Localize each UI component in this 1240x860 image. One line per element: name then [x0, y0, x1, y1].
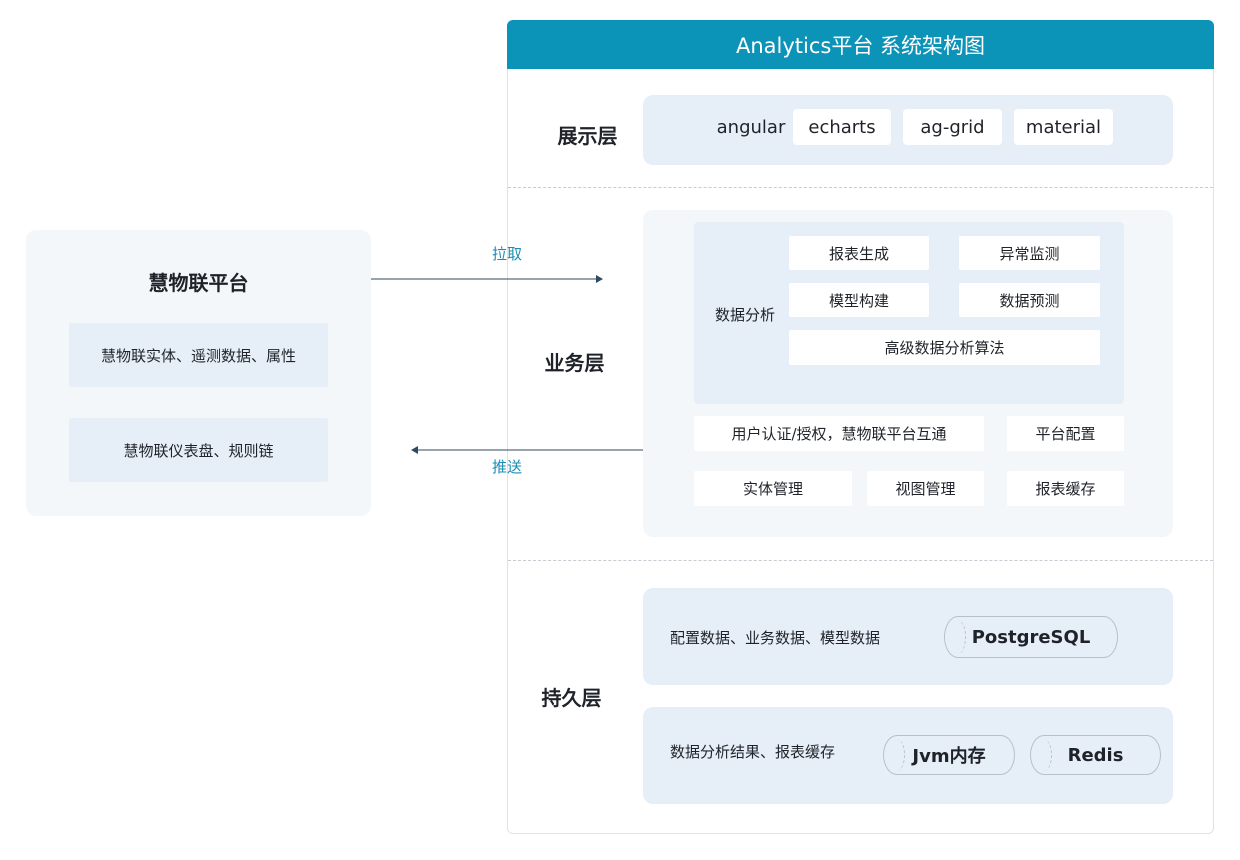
analysis-item-anomaly-detection: 异常监测 [959, 236, 1100, 270]
business-layer-label: 业务层 [544, 350, 605, 375]
presentation-layer-label: 展示层 [557, 123, 618, 148]
service-auth: 用户认证/授权，慧物联平台互通 [694, 416, 984, 451]
analysis-label: 数据分析 [714, 305, 775, 324]
postgresql-cylinder: PostgreSQL [944, 616, 1118, 658]
cylinder-cap-icon [1043, 739, 1052, 771]
iot-platform-title: 慧物联平台 [148, 270, 249, 295]
pull-arrow-label: 拉取 [491, 244, 522, 263]
analysis-item-data-prediction: 数据预测 [959, 283, 1100, 317]
cylinder-cap-icon [957, 620, 966, 654]
persistence-row-results-text: 数据分析结果、报表缓存 [670, 742, 836, 761]
service-view-management: 视图管理 [867, 471, 984, 506]
cylinder-cap-icon [896, 739, 905, 771]
service-entity-management: 实体管理 [694, 471, 852, 506]
jvm-memory-cylinder: Jvm内存 [883, 735, 1015, 775]
jvm-memory-label: Jvm内存 [912, 746, 986, 767]
presentation-item-material: material [1014, 109, 1113, 145]
iot-platform-item-data: 慧物联实体、遥测数据、属性 [69, 323, 328, 387]
persistence-row-config [643, 588, 1173, 685]
push-arrow-label: 推送 [491, 457, 522, 476]
persistence-layer-label: 持久层 [541, 685, 602, 710]
analysis-item-report-generation: 报表生成 [789, 236, 929, 270]
persistence-row-config-text: 配置数据、业务数据、模型数据 [670, 628, 881, 647]
diagram-title: Analytics平台 系统架构图 [507, 20, 1214, 69]
postgresql-label: PostgreSQL [971, 626, 1091, 648]
presentation-item-angular: angular [716, 116, 786, 138]
analysis-item-advanced-algorithms: 高级数据分析算法 [789, 330, 1100, 365]
iot-platform-item-dashboard: 慧物联仪表盘、规则链 [69, 418, 328, 482]
presentation-item-echarts: echarts [793, 109, 891, 145]
service-platform-config: 平台配置 [1007, 416, 1124, 451]
redis-cylinder: Redis [1030, 735, 1161, 775]
layer-divider [508, 187, 1213, 188]
analysis-item-model-building: 模型构建 [789, 283, 929, 317]
service-report-cache: 报表缓存 [1007, 471, 1124, 506]
layer-divider [508, 560, 1213, 561]
presentation-item-ag-grid: ag-grid [903, 109, 1002, 145]
redis-label: Redis [1067, 744, 1124, 766]
persistence-row-results [643, 707, 1173, 804]
